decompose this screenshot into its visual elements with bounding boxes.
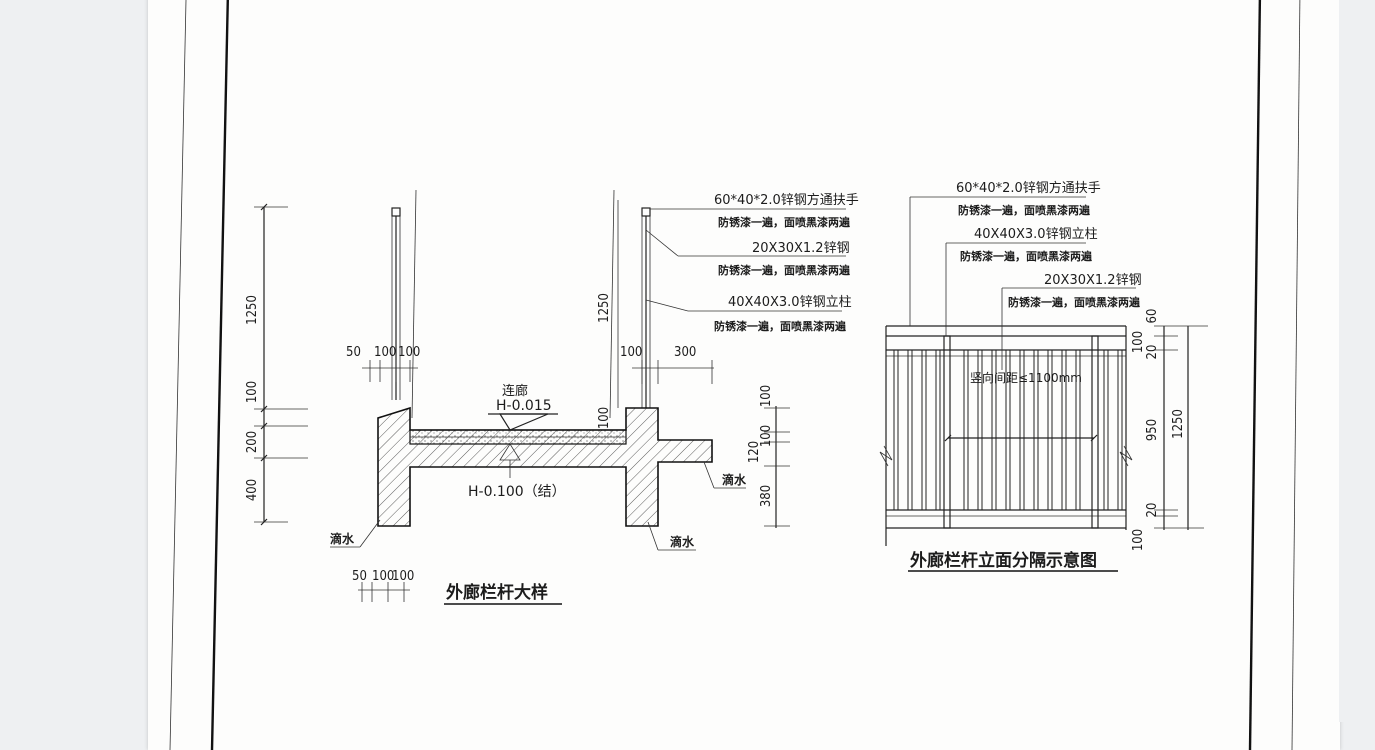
- drip-label-mid: 滴水: [670, 534, 695, 549]
- dim-1250-right: 1250: [597, 293, 612, 323]
- elevation-bar: [1117, 349, 1123, 511]
- dim-380: 380: [759, 485, 774, 507]
- elevation-bar: [1075, 349, 1081, 511]
- dim-120: 120: [747, 441, 762, 463]
- detail-handrail-label: 60*40*2.0锌钢方通扶手: [714, 192, 859, 208]
- detail-post-label: 40X40X3.0锌钢立柱: [728, 295, 852, 310]
- dim-400-left: 400: [245, 479, 260, 501]
- railing-elevation: 竖向间距≤1100mm 60*40*2.0锌钢方通扶手 防锈漆一遍，面喷黑漆两遍…: [879, 180, 1208, 572]
- elevation-vertical-bars: [893, 349, 1123, 511]
- elev-bar-label: 20X30X1.2锌钢: [1044, 273, 1142, 288]
- elevation-title: 外廊栏杆立面分隔示意图: [910, 550, 1097, 571]
- drip-label-right: 滴水: [722, 472, 747, 487]
- detail-post-paint: 防锈漆一遍，面喷黑漆两遍: [714, 319, 847, 333]
- drip-label-left: 滴水: [330, 531, 355, 546]
- elev-handrail-label: 60*40*2.0锌钢方通扶手: [956, 180, 1101, 196]
- left-handrail-section: [391, 207, 401, 217]
- dim-1250-left: 1250: [245, 295, 260, 325]
- elevation-post-right: [1091, 335, 1099, 529]
- dim-100-left: 100: [245, 381, 260, 403]
- elev-bar-paint: 防锈漆一遍，面喷黑漆两遍: [1008, 295, 1141, 309]
- elevation-bar: [1019, 349, 1025, 511]
- elevation-bar: [963, 349, 969, 511]
- document-viewer: 1250 100 200 400: [148, 0, 1375, 750]
- dim-100-r3: 100: [759, 385, 774, 407]
- dim-100-r2: 100: [597, 407, 612, 429]
- elevation-bar: [935, 349, 941, 511]
- dim-50: 50: [346, 345, 361, 360]
- railing-detail-section: 1250 100 200 400: [245, 189, 859, 605]
- dim-300: 300: [674, 345, 696, 360]
- concrete-slab-section: [377, 406, 713, 527]
- sheet-frame: [169, 0, 1301, 750]
- dim-100-b: 100: [398, 345, 420, 360]
- dim-100-a: 100: [374, 345, 396, 360]
- dim-bottom-100b: 100: [392, 569, 414, 584]
- corridor-label: 连廊: [502, 383, 528, 399]
- dim-100-r4: 100: [759, 425, 774, 447]
- dim-200-left: 200: [245, 431, 260, 453]
- elev-dim-20-bot: 20: [1145, 503, 1160, 518]
- detail-bar-paint: 防锈漆一遍，面喷黑漆两遍: [718, 263, 851, 277]
- elevation-bar: [991, 349, 997, 511]
- elevation-bar: [921, 349, 927, 511]
- elev-dim-100-bot: 100: [1131, 529, 1146, 551]
- elev-dim-100-top: 100: [1131, 331, 1146, 353]
- elevation-post-left: [943, 335, 951, 529]
- elev-post-paint: 防锈漆一遍，面喷黑漆两遍: [960, 249, 1093, 263]
- elevation-bar: [1103, 349, 1109, 511]
- elevation-spacing-label: 竖向间距≤1100mm: [970, 370, 1082, 385]
- elevation-bar: [1061, 349, 1067, 511]
- elev-dim-950: 950: [1145, 419, 1160, 441]
- elevation-bar: [1033, 349, 1039, 511]
- dim-bottom-100a: 100: [372, 569, 394, 584]
- elevation-bar: [1005, 349, 1011, 511]
- detail-title: 外廊栏杆大样: [446, 582, 548, 603]
- level-struct-label: H-0.100（结）: [468, 484, 566, 500]
- elev-dim-20-top: 20: [1145, 345, 1160, 360]
- level-top-label: H-0.015: [496, 398, 552, 414]
- elevation-bar: [893, 349, 899, 511]
- elev-post-label: 40X40X3.0锌钢立柱: [974, 227, 1098, 242]
- drawing-page: 1250 100 200 400: [148, 0, 1340, 750]
- cad-drawing: 1250 100 200 400: [169, 0, 1301, 750]
- elev-dim-60: 60: [1145, 309, 1160, 324]
- elevation-bar: [1047, 349, 1053, 511]
- elevation-bar: [907, 349, 913, 511]
- elev-dim-1250: 1250: [1171, 409, 1186, 439]
- elev-handrail-paint: 防锈漆一遍，面喷黑漆两遍: [958, 203, 1091, 217]
- detail-bar-label: 20X30X1.2锌钢: [752, 241, 850, 256]
- right-handrail-section: [641, 207, 651, 217]
- viewer-right-margin: [1339, 0, 1375, 722]
- elevation-bar: [977, 349, 983, 511]
- dim-100-r1: 100: [620, 345, 642, 360]
- detail-handrail-paint: 防锈漆一遍，面喷黑漆两遍: [718, 215, 851, 229]
- dim-bottom-50: 50: [352, 569, 367, 584]
